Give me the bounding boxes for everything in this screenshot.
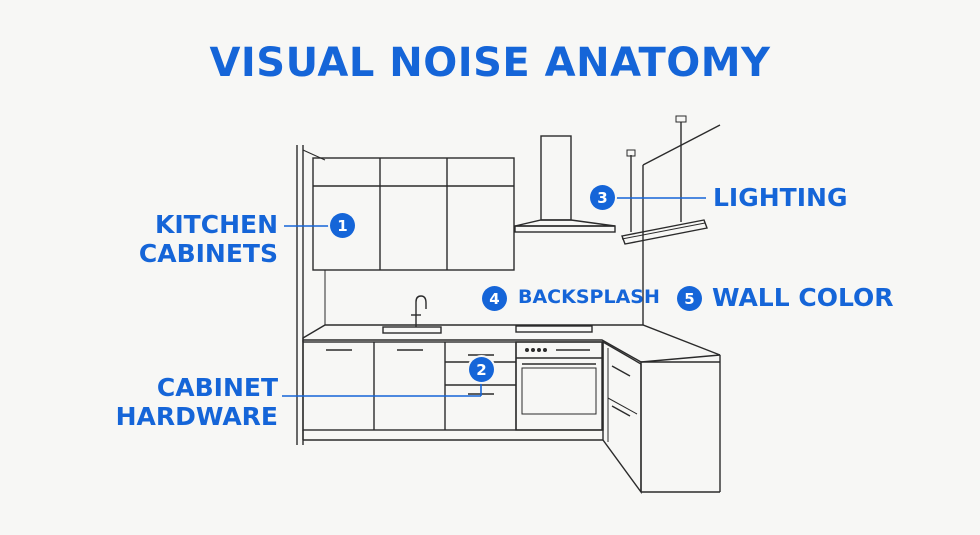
callout-1-badge: 1 bbox=[330, 213, 355, 238]
pendant-lights bbox=[621, 115, 708, 245]
countertop bbox=[302, 324, 721, 363]
callout-3-label: LIGHTING bbox=[713, 183, 848, 212]
cooktop bbox=[515, 325, 593, 333]
diagram-title: VISUAL NOISE ANATOMY bbox=[209, 40, 771, 86]
range-hood bbox=[514, 135, 616, 233]
callout-4-badge: 4 bbox=[482, 286, 507, 311]
upper-cabinets bbox=[312, 157, 515, 271]
leader-lines bbox=[282, 197, 706, 397]
label-line-2: CABINETS bbox=[138, 238, 278, 268]
callout-5-label: WALL COLOR bbox=[712, 283, 894, 312]
callout-2-badge: 2 bbox=[469, 357, 494, 382]
room-walls bbox=[296, 124, 721, 445]
oven bbox=[515, 341, 603, 431]
label-line-1: CABINET bbox=[156, 373, 278, 402]
label-line-1: KITCHEN bbox=[155, 210, 278, 239]
callout-5-badge: 5 bbox=[677, 286, 702, 311]
faucet-and-sink bbox=[382, 295, 442, 334]
base-cabinets bbox=[302, 341, 604, 441]
callout-3-badge: 3 bbox=[590, 185, 615, 210]
side-cabinet bbox=[602, 340, 721, 495]
label-line-2: HARDWARE bbox=[115, 401, 278, 431]
callout-4-label: BACKSPLASH bbox=[518, 286, 660, 308]
